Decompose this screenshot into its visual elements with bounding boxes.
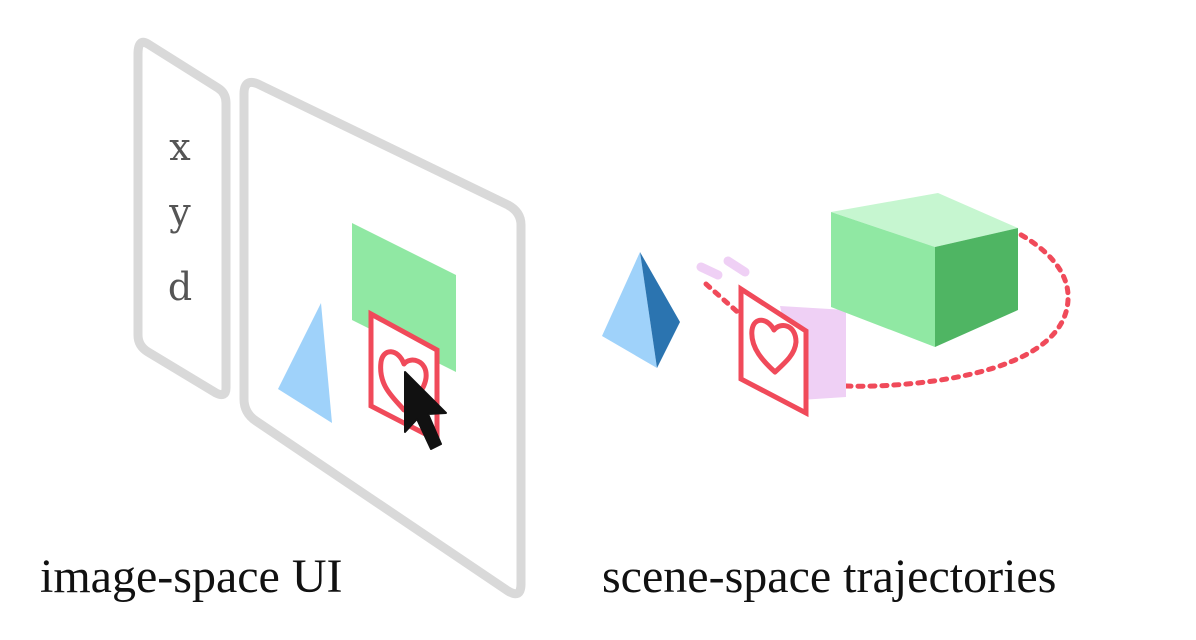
depth-panel: x y d [133,37,231,400]
scene-space-caption: scene-space trajectories [602,550,1057,603]
depth-panel-label-d: d [168,265,192,309]
scene-box[interactable] [831,193,1018,347]
image-space-caption: image-space UI [40,550,343,603]
trajectory-path [703,229,1071,389]
heart-icon [749,317,799,375]
scene-tetrahedron[interactable] [602,252,680,368]
mouse-pointer-icon[interactable] [404,371,447,450]
projected-tetrahedron [278,303,332,423]
image-plane [239,77,526,599]
depth-panel-label-y: y [168,190,191,234]
depth-panel-label-x: x [169,125,190,169]
motion-streaks [696,256,750,280]
projected-box-rect [352,223,456,372]
scene-heart-card[interactable] [738,284,809,418]
